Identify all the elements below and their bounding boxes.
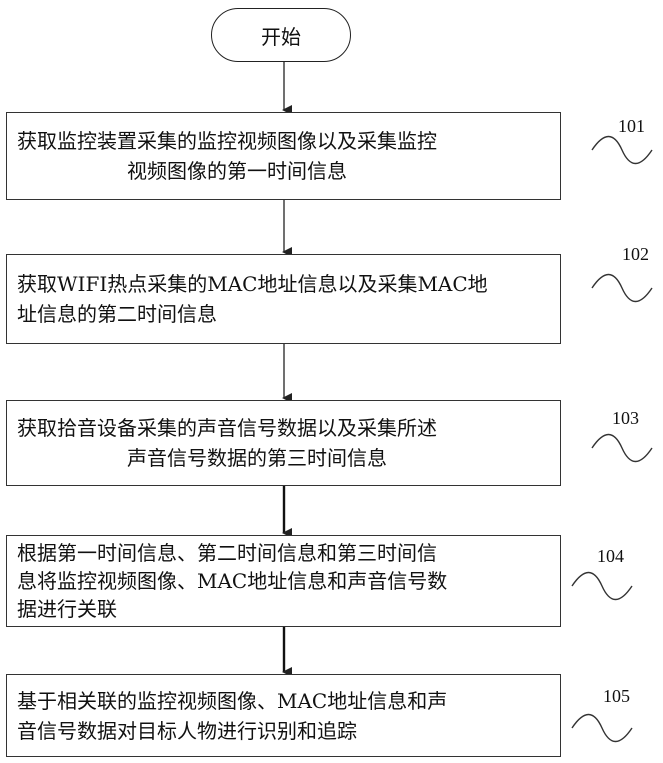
step-102-line-2: 址信息的第二时间信息 [17,299,550,329]
step-104-line-3: 据进行关联 [17,595,550,623]
step-box-102: 获取WIFI热点采集的MAC地址信息以及采集MAC地 址信息的第二时间信息 [6,254,561,344]
step-box-101: 获取监控装置采集的监控视频图像以及采集监控 视频图像的第一时间信息 [6,112,561,200]
leader-wave-105 [572,715,632,742]
step-box-103: 获取拾音设备采集的声音信号数据以及采集所述 声音信号数据的第三时间信息 [6,400,561,486]
leader-wave-102 [592,275,652,302]
leader-wave-103 [592,435,652,462]
step-box-105: 基于相关联的监控视频图像、MAC地址信息和声 音信号数据对目标人物进行识别和追踪 [6,674,561,757]
step-105-line-1: 基于相关联的监控视频图像、MAC地址信息和声 [17,686,550,716]
step-101-line-1: 获取监控装置采集的监控视频图像以及采集监控 [17,126,550,156]
step-number-104: 104 [597,546,624,567]
start-label: 开始 [261,21,301,50]
step-number-102: 102 [622,244,649,265]
step-105-line-2: 音信号数据对目标人物进行识别和追踪 [17,716,550,746]
step-104-line-1: 根据第一时间信息、第二时间信息和第三时间信 [17,539,550,567]
step-number-103: 103 [612,408,639,429]
start-terminal: 开始 [211,8,351,62]
step-103-line-1: 获取拾音设备采集的声音信号数据以及采集所述 [17,413,550,443]
step-104-line-2: 息将监控视频图像、MAC地址信息和声音信号数 [17,567,550,595]
leader-wave-104 [572,573,632,600]
step-number-101: 101 [618,116,645,137]
step-102-line-1: 获取WIFI热点采集的MAC地址信息以及采集MAC地 [17,269,550,299]
step-number-105: 105 [603,686,630,707]
step-box-104: 根据第一时间信息、第二时间信息和第三时间信 息将监控视频图像、MAC地址信息和声… [6,535,561,627]
step-103-line-2: 声音信号数据的第三时间信息 [17,443,550,473]
step-101-line-2: 视频图像的第一时间信息 [17,156,550,186]
leader-wave-101 [592,137,652,164]
